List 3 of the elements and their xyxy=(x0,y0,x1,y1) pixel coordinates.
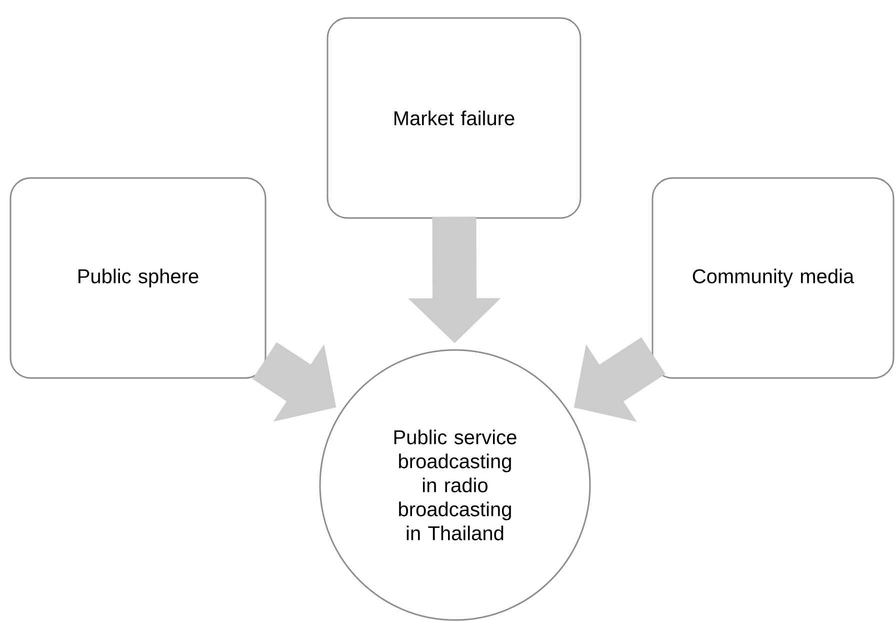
rounded-box: Public sphere xyxy=(10,177,266,379)
rounded-box: Market failure xyxy=(326,17,582,219)
rounded-box: Community media xyxy=(652,177,894,379)
